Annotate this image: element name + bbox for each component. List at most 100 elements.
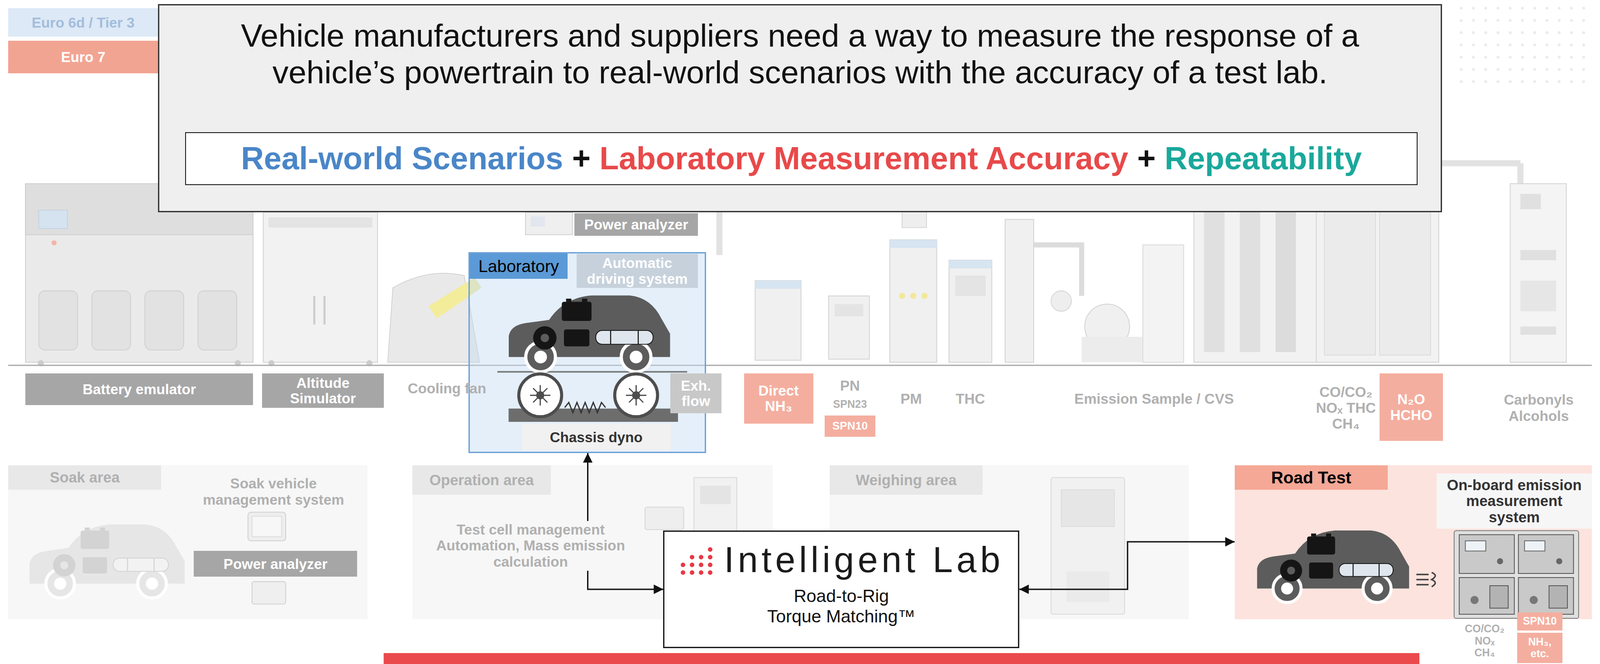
dot-pattern bbox=[1471, 55, 1475, 59]
car-part bbox=[80, 530, 110, 550]
dot-pattern bbox=[1496, 6, 1500, 10]
emission-analyzer bbox=[1520, 326, 1557, 335]
car-part bbox=[1363, 574, 1392, 603]
car-part bbox=[533, 326, 557, 350]
altitude-simulator-cabinet bbox=[313, 296, 316, 325]
dot-pattern bbox=[1582, 67, 1586, 71]
dot-pattern bbox=[1545, 55, 1549, 59]
car-part bbox=[525, 342, 556, 373]
logo-dot bbox=[707, 554, 713, 560]
box-label: N₂O HCHO bbox=[1382, 391, 1441, 423]
emission-analyzer bbox=[1510, 183, 1567, 363]
exhaust-symbol bbox=[1416, 573, 1429, 576]
equipment-caption: PN bbox=[829, 377, 871, 394]
dot-pattern bbox=[1496, 67, 1500, 71]
power-analyzer-device bbox=[525, 212, 573, 235]
dot-pattern bbox=[1557, 6, 1561, 10]
dot-pattern bbox=[1471, 31, 1475, 34]
dot-pattern bbox=[1521, 55, 1524, 59]
equipment-label: Altitude Simulator bbox=[262, 373, 384, 408]
dot-pattern bbox=[1459, 43, 1463, 47]
dot-pattern bbox=[1557, 19, 1561, 22]
onboard-analyzer-device bbox=[1518, 577, 1574, 615]
car-icon bbox=[508, 295, 670, 373]
dot-pattern bbox=[1496, 19, 1500, 22]
equipment-label: Exh. flow bbox=[670, 373, 722, 414]
emission-analyzer bbox=[1203, 199, 1225, 353]
dyno-platform bbox=[497, 371, 688, 373]
product-name: Torque Matching™ bbox=[767, 606, 916, 627]
dot-pattern bbox=[1484, 67, 1487, 71]
dyno-roller bbox=[631, 391, 640, 400]
dot-pattern bbox=[1508, 80, 1512, 83]
car-part bbox=[82, 557, 108, 574]
dyno-roller bbox=[628, 387, 644, 403]
car-part bbox=[637, 330, 639, 344]
dot-pattern bbox=[1471, 67, 1475, 71]
dot-pattern bbox=[1471, 43, 1475, 47]
car-part bbox=[1256, 530, 1409, 589]
dyno-roller bbox=[635, 385, 637, 406]
dot-pattern bbox=[1508, 55, 1512, 59]
emission-analyzer bbox=[949, 260, 993, 269]
car-part bbox=[561, 301, 592, 321]
dot-pattern bbox=[1471, 19, 1475, 22]
emission-analyzer bbox=[1239, 199, 1261, 353]
dot-pattern bbox=[1545, 6, 1549, 10]
dot-pattern bbox=[1484, 43, 1487, 47]
box-label: SPN10 bbox=[832, 420, 869, 433]
battery-emulator-cabinet bbox=[38, 291, 78, 351]
dot-pattern bbox=[1508, 19, 1512, 22]
dot-pattern bbox=[1570, 67, 1573, 71]
operation-equipment bbox=[644, 506, 684, 530]
dot-pattern bbox=[1508, 43, 1512, 47]
car-part bbox=[100, 527, 106, 531]
dot-pattern bbox=[1582, 6, 1586, 10]
accent-bar bbox=[383, 653, 1420, 664]
car-part bbox=[1370, 582, 1384, 595]
car-part bbox=[534, 350, 547, 364]
equipment-label: N₂O HCHO bbox=[1379, 373, 1443, 441]
battery-emulator-cabinet bbox=[38, 210, 68, 229]
emission-analyzer bbox=[1520, 249, 1557, 261]
emission-analyzer bbox=[834, 304, 864, 317]
emission-analyzer bbox=[1520, 280, 1557, 312]
connector-arrow bbox=[587, 453, 664, 590]
exhaust-symbol bbox=[1416, 583, 1429, 586]
dot-pattern bbox=[1570, 43, 1573, 47]
car-part bbox=[1311, 533, 1317, 537]
equipment-caption: Soak vehicle management system bbox=[196, 475, 350, 508]
onboard-analyzer-device bbox=[1556, 558, 1563, 565]
box-label: Euro 7 bbox=[61, 49, 106, 65]
dot-pattern bbox=[1521, 43, 1524, 47]
car-part bbox=[1280, 559, 1303, 582]
dot-pattern bbox=[1496, 31, 1500, 34]
box-label: Exh. flow bbox=[672, 377, 720, 409]
dyno-base bbox=[564, 402, 606, 413]
dot-pattern bbox=[1582, 43, 1586, 47]
dot-pattern bbox=[1484, 31, 1487, 34]
dot-pattern bbox=[1533, 80, 1537, 83]
dot-pattern bbox=[1533, 43, 1537, 47]
car-part bbox=[145, 577, 158, 590]
dot-pattern bbox=[1459, 31, 1463, 34]
onboard-analyzer-device bbox=[1465, 540, 1486, 552]
logo-text: Intelligent Lab bbox=[678, 541, 1004, 578]
dyno-roller bbox=[625, 394, 647, 397]
dot-pattern bbox=[1557, 67, 1561, 71]
area-heading: Weighing area bbox=[829, 465, 983, 495]
car-part bbox=[1326, 533, 1332, 537]
equipment-label: SPN10 bbox=[1517, 612, 1562, 631]
dot-pattern bbox=[1557, 43, 1561, 47]
dot-pattern bbox=[1545, 19, 1549, 22]
exhaust-pipe bbox=[1517, 163, 1524, 184]
soak-equipment bbox=[252, 516, 282, 537]
equipment-label: SPN10 bbox=[824, 415, 876, 437]
dot-pattern bbox=[1521, 67, 1524, 71]
dyno-roller bbox=[535, 391, 545, 400]
logo-dot bbox=[680, 570, 686, 575]
car-part bbox=[1308, 562, 1333, 579]
dot-pattern bbox=[1545, 31, 1549, 34]
equipment-label: Power analyzer bbox=[574, 213, 698, 236]
emission-analyzer bbox=[1033, 244, 1082, 297]
